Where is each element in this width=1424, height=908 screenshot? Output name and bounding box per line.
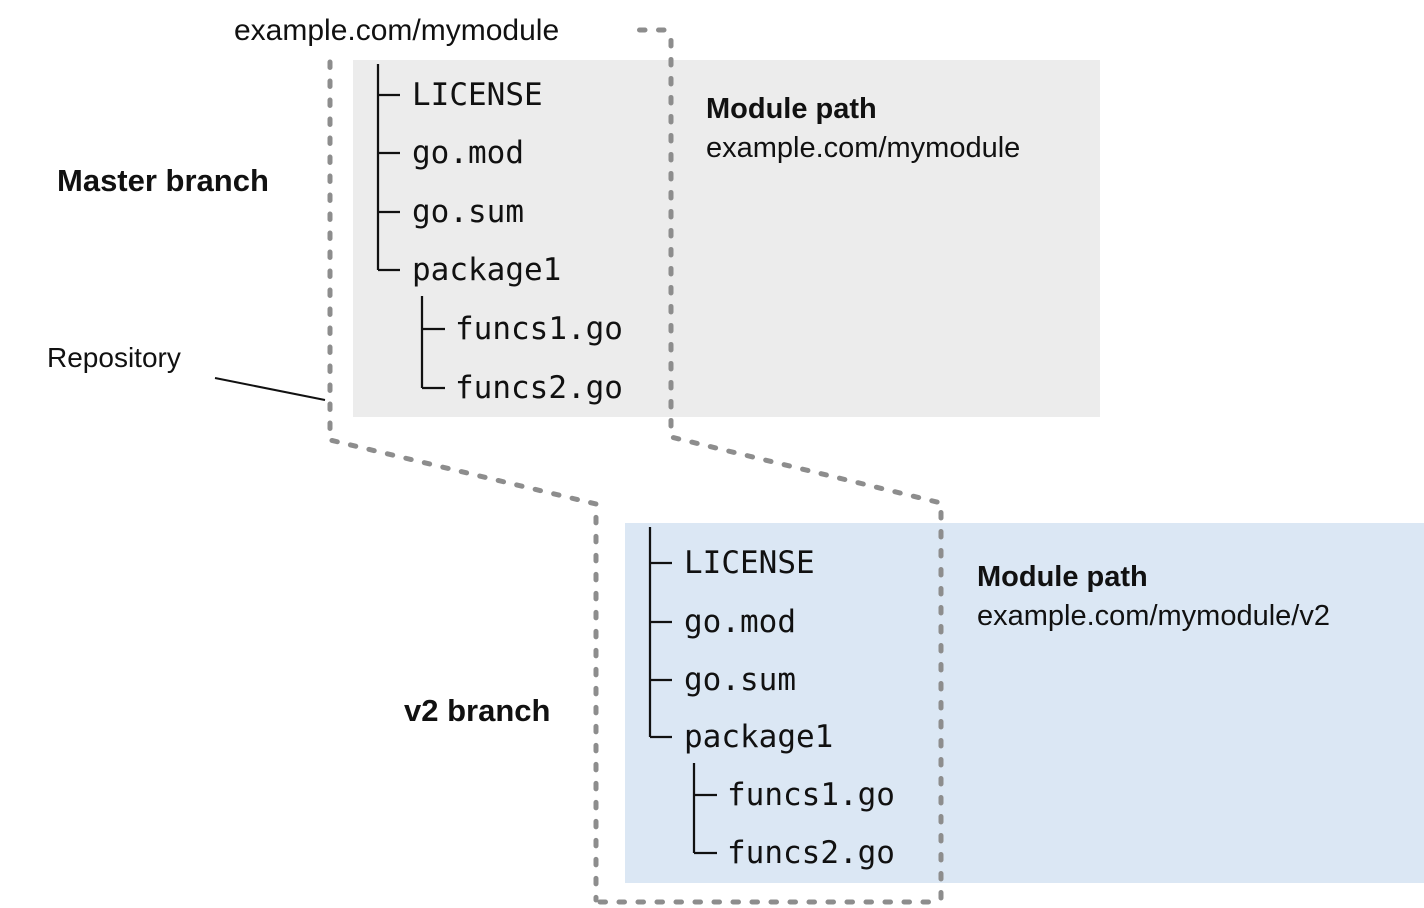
v2-module-path-block: Module path example.com/mymodule/v2 (977, 558, 1330, 636)
repository-url-title: example.com/mymodule (234, 14, 560, 47)
v2-file-license: LICENSE (684, 545, 815, 581)
master-module-path-value: example.com/mymodule (706, 132, 1021, 164)
master-file-go-sum: go.sum (412, 194, 524, 230)
v2-file-go-mod: go.mod (684, 604, 796, 640)
v2-module-path-label: Module path (977, 561, 1148, 593)
repository-pointer-line (214, 377, 326, 401)
v2-module-path-value: example.com/mymodule/v2 (977, 600, 1330, 632)
v2-branch-label: v2 branch (404, 693, 551, 728)
master-branch-label: Master branch (57, 163, 269, 198)
v2-file-go-sum: go.sum (684, 662, 796, 698)
master-dir-package1: package1 (412, 252, 562, 288)
master-file-funcs1-go: funcs1.go (455, 311, 623, 347)
v2-file-funcs1-go: funcs1.go (727, 777, 895, 813)
master-module-path-block: Module path example.com/mymodule (706, 90, 1020, 168)
master-file-license: LICENSE (412, 77, 543, 113)
v2-file-funcs2-go: funcs2.go (727, 835, 895, 871)
master-file-funcs2-go: funcs2.go (455, 370, 623, 406)
master-module-path-label: Module path (706, 93, 877, 125)
v2-dir-package1: package1 (684, 719, 834, 755)
repository-label: Repository (47, 342, 181, 373)
master-file-go-mod: go.mod (412, 135, 524, 171)
